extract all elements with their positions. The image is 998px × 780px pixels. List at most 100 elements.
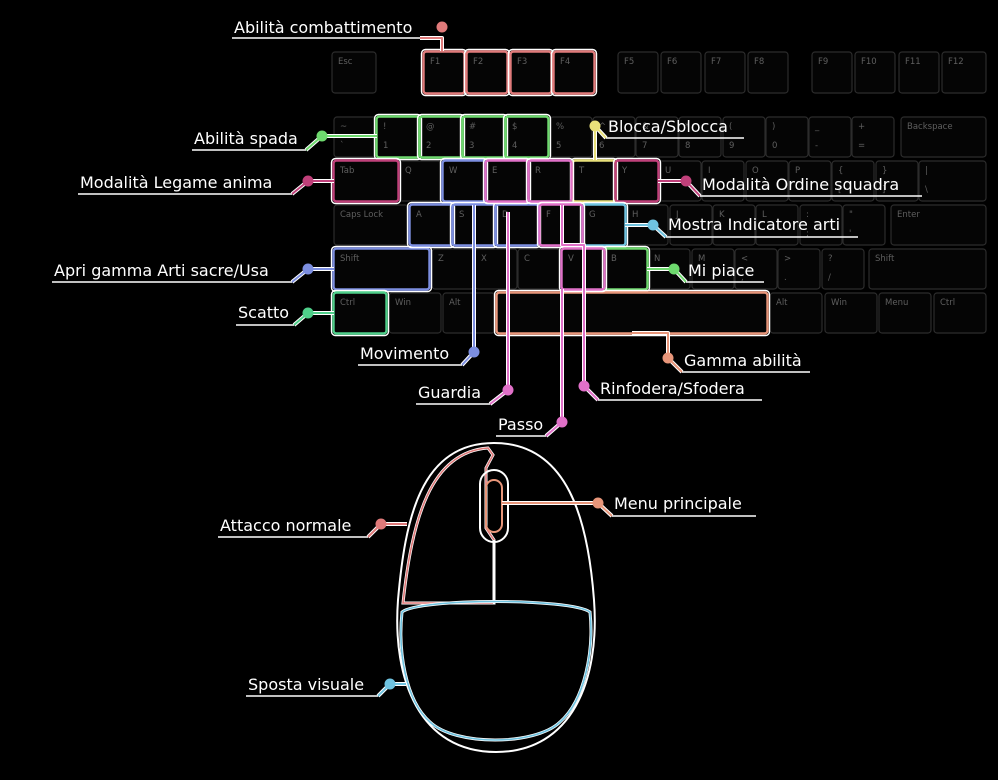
key-legend: O (752, 166, 759, 176)
key-esc: Esc (331, 51, 377, 94)
key-cap (704, 51, 746, 94)
callout-guard: Guardia (416, 212, 514, 406)
key-legend: < (741, 254, 748, 264)
key-x: X (474, 248, 518, 290)
key-legend: A (416, 210, 422, 220)
key-d1: !1 (376, 116, 420, 158)
key-legend-shifted: / (828, 273, 831, 283)
key-legend: % (556, 122, 564, 132)
key-f4: F4 (553, 51, 595, 94)
key-q: Q (398, 160, 442, 202)
key-legend: P (795, 166, 800, 176)
key-cap (331, 51, 377, 94)
key-cap (890, 204, 987, 246)
key-legend-shifted: ; (806, 229, 809, 239)
callout-skills: Gamma abilità (632, 331, 810, 374)
key-a: A (409, 204, 453, 246)
key-cap (811, 51, 853, 94)
key-legend: : (806, 210, 809, 220)
key-d5: %5 (549, 116, 593, 158)
key-legend: W (449, 166, 458, 176)
key-f12: F12 (941, 51, 987, 94)
callout-dot (592, 497, 604, 509)
callout-squad: Modalità Ordine squadra (658, 175, 922, 198)
callout-label: Blocca/Sblocca (608, 117, 728, 136)
key-rshift: Shift (868, 248, 987, 290)
key-legend-shifted: ' (849, 229, 851, 239)
key-legend: B (611, 254, 617, 264)
key-legend: " (849, 210, 853, 220)
key-cap (799, 204, 843, 246)
key-legend: H (632, 210, 638, 220)
key-legend-shifted: 4 (512, 141, 517, 151)
callout-dot (662, 352, 674, 364)
key-legend: M (698, 254, 705, 264)
callout-arts_indicator: Mostra Indicatore arti (625, 215, 858, 239)
key-legend: Shift (875, 254, 895, 264)
key-legend: N (654, 254, 660, 264)
callout-main_menu: Menu principale (502, 494, 756, 518)
key-g: G (582, 204, 626, 246)
mouse-left-button (402, 447, 495, 604)
key-legend-shifted: - (815, 141, 818, 151)
key-legend: _ (814, 122, 820, 132)
key-d7: &7 (635, 116, 679, 158)
key-legend: Z (438, 254, 444, 264)
key-legend: Ctrl (340, 298, 355, 308)
key-rwin: Win (824, 292, 878, 334)
key-legend: V (568, 254, 574, 264)
key-legend: { (838, 166, 843, 176)
key-cap (660, 51, 702, 94)
key-t: T (572, 160, 616, 202)
key-cap (933, 292, 987, 334)
highlight-f2 (465, 50, 509, 95)
key-r: R (528, 160, 572, 202)
mouse-bottom-area (400, 600, 592, 741)
key-legend: F (546, 210, 551, 220)
key-semicolon: :; (799, 204, 843, 246)
callout-move: Movimento (358, 205, 480, 367)
callout-label: Modalità Ordine squadra (702, 175, 899, 194)
callout-dot (302, 175, 314, 187)
key-legend: F4 (560, 57, 570, 67)
callout-dot (302, 307, 314, 319)
key-legend: J (675, 210, 679, 220)
callout-dot (578, 380, 590, 392)
key-legend-shifted: 1 (383, 141, 388, 151)
key-legend: Caps Lock (340, 210, 383, 220)
key-cap (824, 292, 878, 334)
callout-dot (647, 219, 659, 231)
callout-dot (680, 175, 692, 187)
key-legend: G (589, 210, 596, 220)
key-legend: Win (395, 298, 411, 308)
callout-dot (468, 346, 480, 358)
callout-label: Attacco normale (220, 516, 351, 535)
key-legend-shifted: \ (925, 185, 928, 195)
key-legend-shifted: 0 (772, 141, 777, 151)
key-cap (635, 116, 679, 158)
key-k: K (712, 204, 756, 246)
key-legend: Esc (338, 57, 353, 67)
key-y: Y (615, 160, 659, 202)
key-cap (669, 204, 713, 246)
callout-label: Apri gamma Arti sacre/Usa (54, 261, 269, 280)
key-c: C (517, 248, 561, 290)
key-legend: + (858, 122, 865, 132)
callout-label: Gamma abilità (684, 351, 802, 370)
key-legend-shifted: , (741, 273, 744, 283)
callout-dot (375, 518, 387, 530)
callout-sheathe: Rinfodera/Sfodera (560, 205, 762, 402)
key-cap (842, 204, 886, 246)
key-p: P (788, 160, 832, 202)
key-cap (755, 204, 799, 246)
key-legend: > (784, 254, 791, 264)
callout-label: Mostra Indicatore arti (668, 215, 840, 234)
callout-label: Rinfodera/Sfodera (600, 379, 745, 398)
key-f6: F6 (660, 51, 702, 94)
key-legend: R (535, 166, 541, 176)
key-legend: Q (405, 166, 412, 176)
callout-label: Abilità combattimento (234, 18, 412, 37)
callout-label: Menu principale (614, 494, 742, 513)
